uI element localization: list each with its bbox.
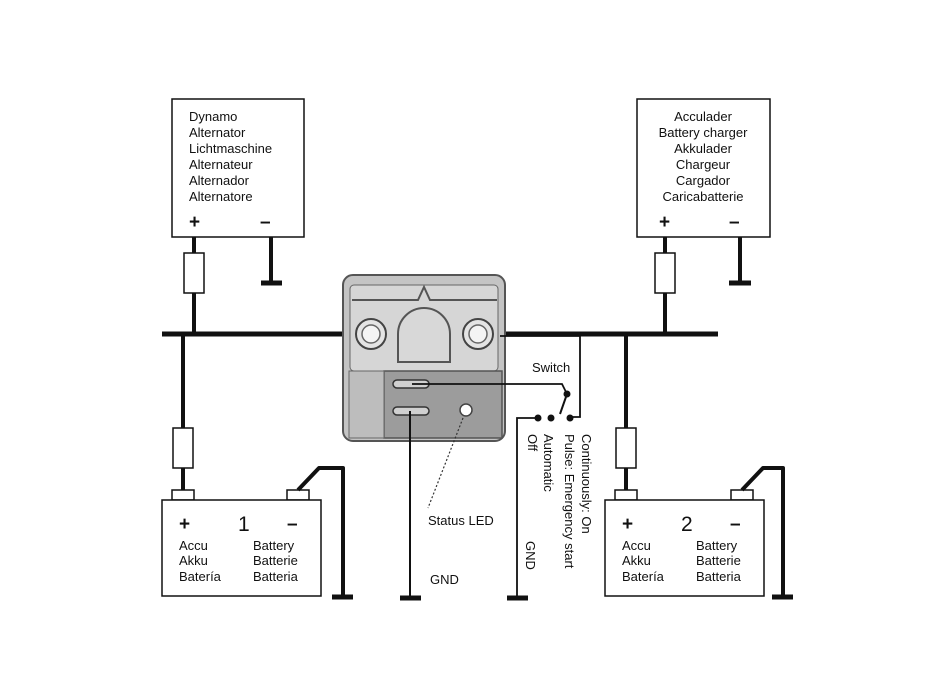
battery2-left-3: Batería [622, 569, 665, 584]
relay-unit [342, 274, 506, 442]
battery2-plus: + [622, 514, 633, 535]
battery1-right-1: Battery [253, 538, 295, 553]
alternator-plus: + [189, 212, 200, 233]
continuously-label: Continuously: On [579, 434, 594, 534]
battery2-box [604, 499, 765, 597]
gnd-label: GND [430, 572, 459, 587]
relay-right-terminal-icon [462, 318, 494, 350]
alternator-label-1: Dynamo [189, 109, 237, 124]
battery2-right-3: Batteria [696, 569, 742, 584]
switch-contact-automatic-dot [547, 414, 555, 422]
battery2-right-2: Batterie [696, 553, 741, 568]
status-led-icon [459, 403, 473, 417]
switch-common-dot [563, 390, 571, 398]
automatic-label: Automatic [541, 434, 556, 492]
charger-label-1: Acculader [674, 109, 732, 124]
alternator-label-6: Alternatore [189, 189, 253, 204]
battery1-number: 1 [238, 513, 250, 536]
switch-off-wire [516, 417, 538, 597]
battery2-number: 2 [681, 513, 693, 536]
battery1-ground-wire [296, 466, 345, 597]
alternator-label-2: Alternator [189, 125, 246, 140]
charger-fuse [654, 252, 676, 294]
battery1-minus: – [287, 514, 298, 535]
alternator-box [171, 98, 305, 238]
battery2-right-1: Battery [696, 538, 738, 553]
battery2-fuse [615, 427, 637, 469]
charger-label-5: Cargador [676, 173, 731, 188]
battery2-ground-wire [740, 466, 785, 597]
status-led-pointer [427, 417, 464, 509]
battery2-left-1: Accu [622, 538, 651, 553]
alternator-label-3: Lichtmaschine [189, 141, 272, 156]
battery1-fuse [172, 427, 194, 469]
battery1-left-3: Batería [179, 569, 222, 584]
battery1-right-3: Batteria [253, 569, 299, 584]
battery1-plus: + [179, 514, 190, 535]
charger-label-2: Battery charger [659, 125, 749, 140]
charger-label-6: Caricabatterie [663, 189, 744, 204]
battery1-right-2: Batterie [253, 553, 298, 568]
off-label: Off [525, 434, 540, 451]
battery1-left-2: Akku [179, 553, 208, 568]
alternator-label-4: Alternateur [189, 157, 253, 172]
battery1-left-1: Accu [179, 538, 208, 553]
battery2-minus-terminal [730, 489, 754, 501]
charger-box [636, 98, 771, 238]
pulse-label: Pulse: Emergency start [562, 434, 577, 569]
charger-minus: – [729, 212, 740, 233]
alternator-label-5: Alternador [189, 173, 250, 188]
gnd-vertical-label: GND [523, 541, 538, 570]
switch-contact-on-dot [566, 414, 574, 422]
switch-label: Switch [532, 360, 570, 375]
battery1-box [161, 499, 322, 597]
charger-plus: + [659, 212, 670, 233]
alternator-fuse [183, 252, 205, 294]
relay-left-terminal-icon [355, 318, 387, 350]
switch-lever [559, 393, 568, 415]
battery2-plus-terminal [614, 489, 638, 501]
battery1-minus-terminal [286, 489, 310, 501]
charger-label-4: Chargeur [676, 157, 731, 172]
battery2-minus: – [730, 514, 741, 535]
switch-signal-wire [412, 383, 568, 395]
charger-label-3: Akkulader [674, 141, 732, 156]
status-led-label: Status LED [428, 513, 494, 528]
switch-supply-wire [500, 335, 581, 418]
alternator-minus: – [260, 212, 271, 233]
battery1-plus-terminal [171, 489, 195, 501]
battery2-left-2: Akku [622, 553, 651, 568]
